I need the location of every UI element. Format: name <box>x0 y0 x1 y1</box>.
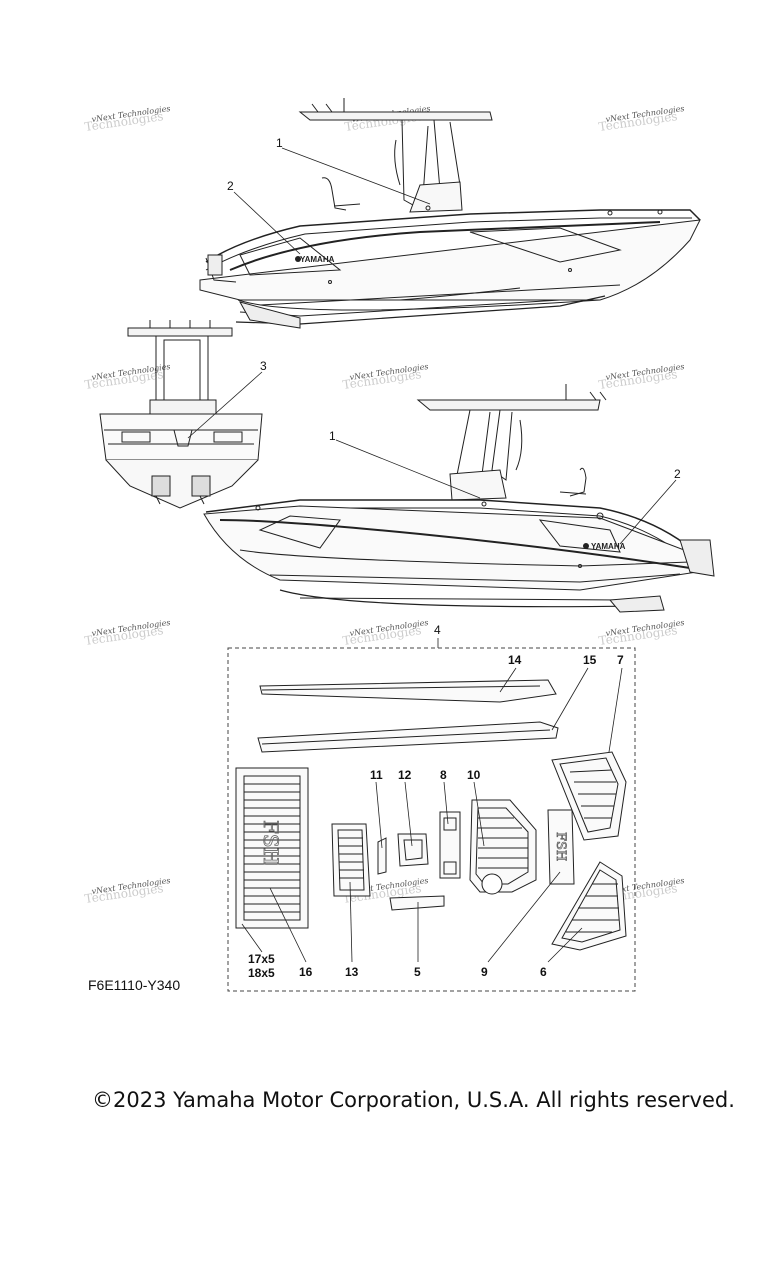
callout-15: 15 <box>583 653 597 667</box>
fsh-decal-small: FSH <box>553 832 568 861</box>
callout-3: 3 <box>260 359 267 373</box>
callout-2-top: 2 <box>227 179 234 193</box>
yamaha-decal-top: YAMAHA <box>300 255 335 264</box>
pad-11 <box>377 837 387 875</box>
callout-6: 6 <box>540 965 547 979</box>
boat-stern-view <box>99 320 263 509</box>
callout-10: 10 <box>467 768 481 782</box>
callout-4: 4 <box>434 623 441 637</box>
bow-mat-6 <box>551 861 627 951</box>
callout-2-middle: 2 <box>674 467 681 481</box>
callouts-top <box>233 147 431 255</box>
yamaha-decal-middle: YAMAHA <box>591 542 626 551</box>
strip-5 <box>389 895 445 911</box>
callout-13: 13 <box>345 965 359 979</box>
callout-8: 8 <box>440 768 447 782</box>
callout-1-middle: 1 <box>329 429 336 443</box>
callout-16: 16 <box>299 965 313 979</box>
gunwale-strip-14 <box>259 679 557 703</box>
step-mat-13 <box>331 823 371 897</box>
boat-side-view-middle: YAMAHA <box>203 384 715 613</box>
callout-18: 18x5 <box>248 966 275 980</box>
deck-mat-16 <box>235 767 309 929</box>
callout-12: 12 <box>398 768 412 782</box>
pad-8 <box>439 811 461 879</box>
gunwale-strip-15 <box>257 721 559 753</box>
copyright-notice: ©2023 Yamaha Motor Corporation, U.S.A. A… <box>92 1088 735 1112</box>
mat-kit-group: 4 <box>227 623 636 992</box>
bow-mat-7 <box>551 751 627 841</box>
callout-1-top: 1 <box>276 136 283 150</box>
deck-mat-10 <box>469 799 537 895</box>
callout-17: 17x5 <box>248 952 275 966</box>
callout-11: 11 <box>370 768 383 782</box>
fsh-decal-9 <box>547 809 575 885</box>
pad-12 <box>397 833 429 867</box>
drawing-code: F6E1110-Y340 <box>88 977 181 993</box>
callout-9: 9 <box>481 965 488 979</box>
boat-side-view-top: YAMAHA <box>199 98 701 329</box>
callout-14: 14 <box>508 653 522 667</box>
fsh-decal-large: FSH <box>259 820 283 865</box>
callout-7: 7 <box>617 653 624 667</box>
callout-5: 5 <box>414 965 421 979</box>
